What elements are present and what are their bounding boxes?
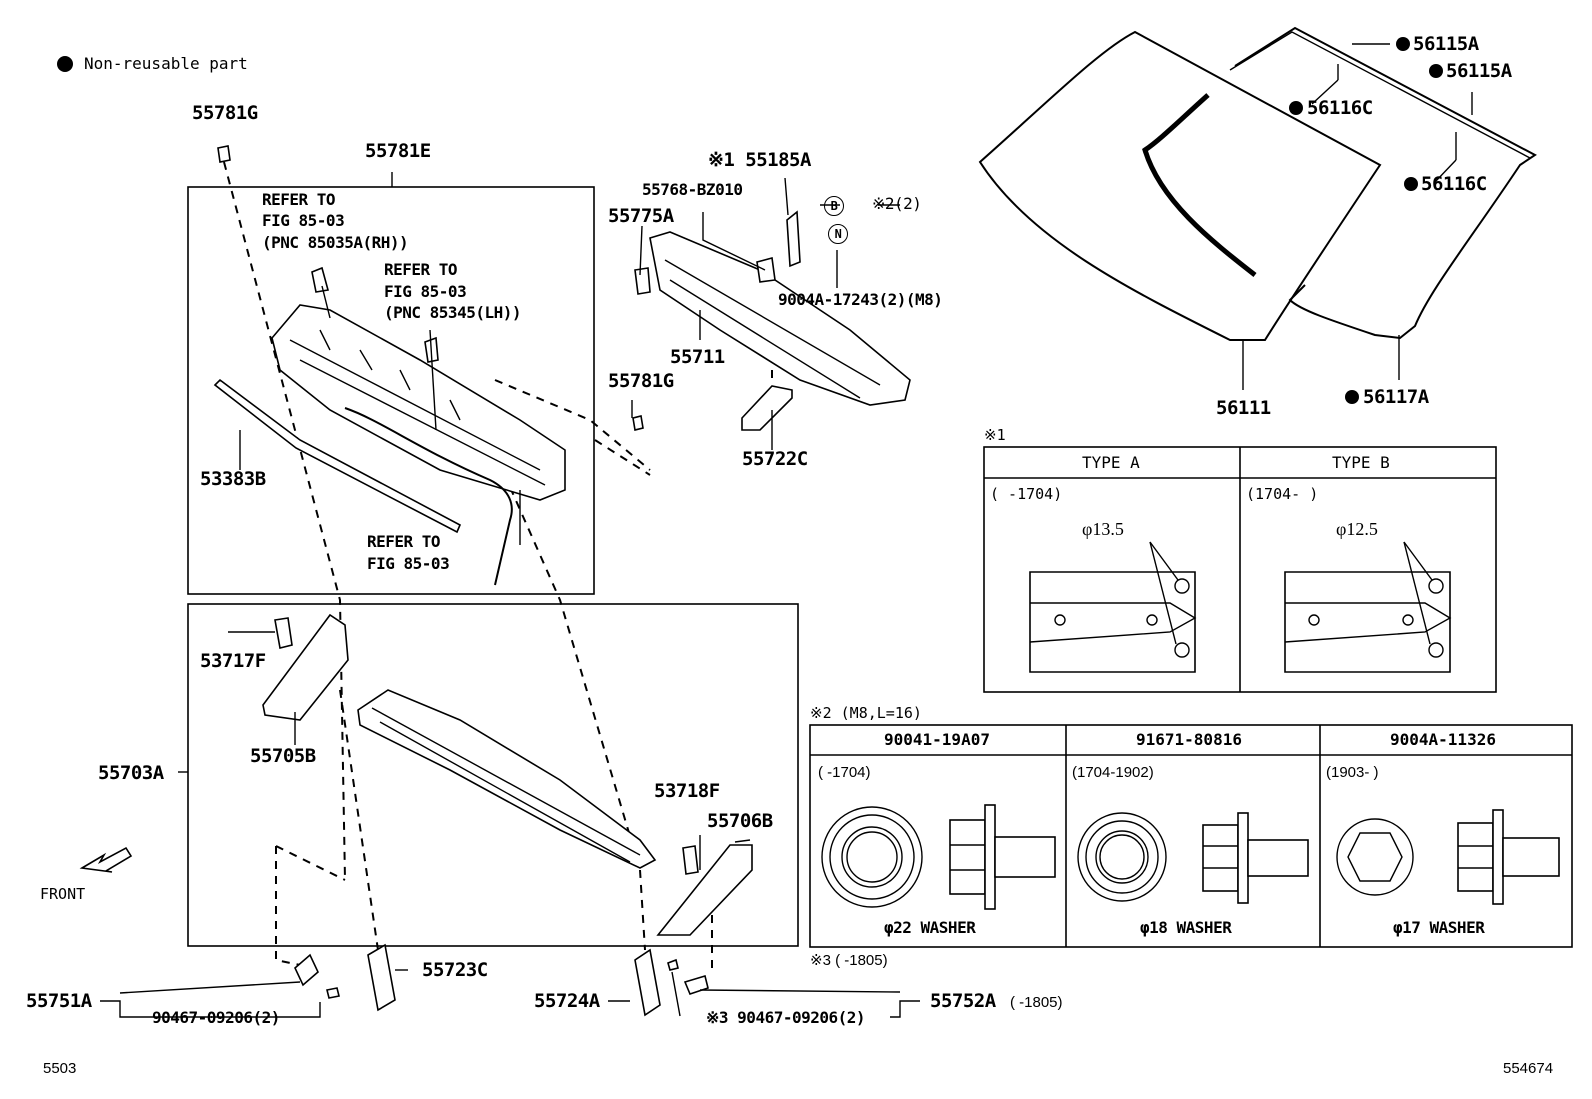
washer-22 (821, 806, 923, 908)
table2-range-3: (1903- ) (1326, 764, 1379, 781)
label-9004A-17243: 9004A-17243(2)(M8) (778, 290, 943, 309)
refer2-line1: REFER TO (384, 260, 458, 279)
label-55781E: 55781E (365, 140, 431, 162)
label-55703A: 55703A (98, 762, 164, 784)
table2-washer-1: φ22 WASHER (884, 918, 976, 937)
label-56116C-1: 56116C (1307, 97, 1373, 119)
table1-dia-a: φ13.5 (1082, 519, 1124, 539)
refer2-line3: (PNC 85345(LH)) (384, 303, 522, 322)
refer1-line2: FIG 85-03 (262, 211, 345, 230)
bracket-55705B (262, 613, 349, 721)
label-55185A: ※1 55185A (708, 149, 811, 171)
label-53717F: 53717F (200, 650, 266, 672)
bolt-1 (949, 804, 1056, 910)
table2-range-1: ( -1704) (818, 764, 871, 781)
label-55752A-note: ( -1805) (1010, 994, 1063, 1011)
windshield-56111 (978, 30, 1382, 341)
label-55723C: 55723C (422, 959, 488, 981)
table2-washer-2: φ18 WASHER (1140, 918, 1232, 937)
label-55775A: 55775A (608, 205, 674, 227)
label-55768-BZ010: 55768-BZ010 (642, 180, 743, 199)
table1-mark: ※1 (984, 426, 1006, 444)
refer3-line2: FIG 85-03 (367, 554, 450, 573)
frame-55703A (187, 603, 799, 947)
label-55724A: 55724A (534, 990, 600, 1012)
cowl-panel-55711 (634, 210, 911, 406)
label-55781G-mid: 55781G (608, 370, 674, 392)
label-53383B: 53383B (200, 468, 266, 490)
cowl-lower-panel (357, 689, 657, 869)
label-55751A: 55751A (26, 990, 92, 1012)
washer-17 (1336, 818, 1414, 896)
table2-header-1: 90041-19A07 (884, 730, 990, 749)
bracket-55752A (683, 974, 709, 995)
bracket-55751A (294, 953, 319, 987)
label-90467-left: 90467-09206(2) (152, 1008, 280, 1027)
image-number: 554674 (1503, 1060, 1554, 1077)
note-2-count: ※2(2) (872, 194, 922, 213)
label-56116C-2: 56116C (1421, 173, 1487, 195)
front-label: FRONT (40, 885, 86, 903)
refer1-line3: (PNC 85035A(RH)) (262, 233, 409, 252)
figure-number: 5503 (43, 1060, 77, 1077)
bracket-55724A (634, 948, 661, 1017)
table2-mark: ※2 (M8,L=16) (810, 704, 922, 722)
label-90467-right: ※3 90467-09206(2) (706, 1008, 866, 1027)
table1-range-b: (1704- ) (1246, 485, 1319, 503)
non-reusable-dot-icon (57, 56, 73, 72)
circled-n: N (828, 224, 848, 244)
refer1-line1: REFER TO (262, 190, 336, 209)
table1-header-a: TYPE A (1082, 453, 1140, 472)
washer-hose (344, 407, 513, 586)
label-55705B: 55705B (250, 745, 316, 767)
clip-53717F (274, 617, 293, 649)
legend-text: Non-reusable part (84, 54, 248, 73)
label-56115A-1: 56115A (1413, 33, 1479, 55)
refer3-line1: REFER TO (367, 532, 441, 551)
table2-header-2: 91671-80816 (1136, 730, 1242, 749)
label-56117A: 56117A (1363, 386, 1429, 408)
table1-dia-b: φ12.5 (1336, 519, 1378, 539)
note-3: ※3 ( -1805) (810, 952, 888, 969)
frame-55781E (187, 186, 595, 595)
label-55781G-top: 55781G (192, 102, 258, 124)
refer2-line2: FIG 85-03 (384, 282, 467, 301)
cowl-top-panel (271, 266, 566, 501)
bolt-2 (1202, 812, 1309, 904)
table1-header-b: TYPE B (1332, 453, 1390, 472)
label-55711: 55711 (670, 346, 725, 368)
label-56111: 56111 (1216, 397, 1271, 419)
table2-washer-3: φ17 WASHER (1393, 918, 1485, 937)
label-55722C: 55722C (742, 448, 808, 470)
type-b-detail (1284, 541, 1452, 673)
label-56115A-2: 56115A (1446, 60, 1512, 82)
type-a-detail (1029, 541, 1197, 673)
clip-53718F (682, 845, 699, 875)
washer-18 (1077, 812, 1167, 902)
label-55706B: 55706B (707, 810, 773, 832)
bracket-55706B (656, 844, 753, 936)
table2-range-2: (1704-1902) (1072, 764, 1154, 781)
front-arrow-icon (79, 846, 133, 873)
circled-b: B (824, 196, 844, 216)
table1-range-a: ( -1704) (990, 485, 1063, 503)
label-53718F: 53718F (654, 780, 720, 802)
windshield-molding (1234, 26, 1537, 340)
bracket-55723C (367, 943, 396, 1012)
bolt-3 (1457, 809, 1560, 905)
weatherstrip-53383B (213, 378, 462, 534)
table2-header-3: 9004A-11326 (1390, 730, 1496, 749)
bracket-55722C (741, 385, 793, 431)
label-55752A: 55752A (930, 990, 996, 1012)
